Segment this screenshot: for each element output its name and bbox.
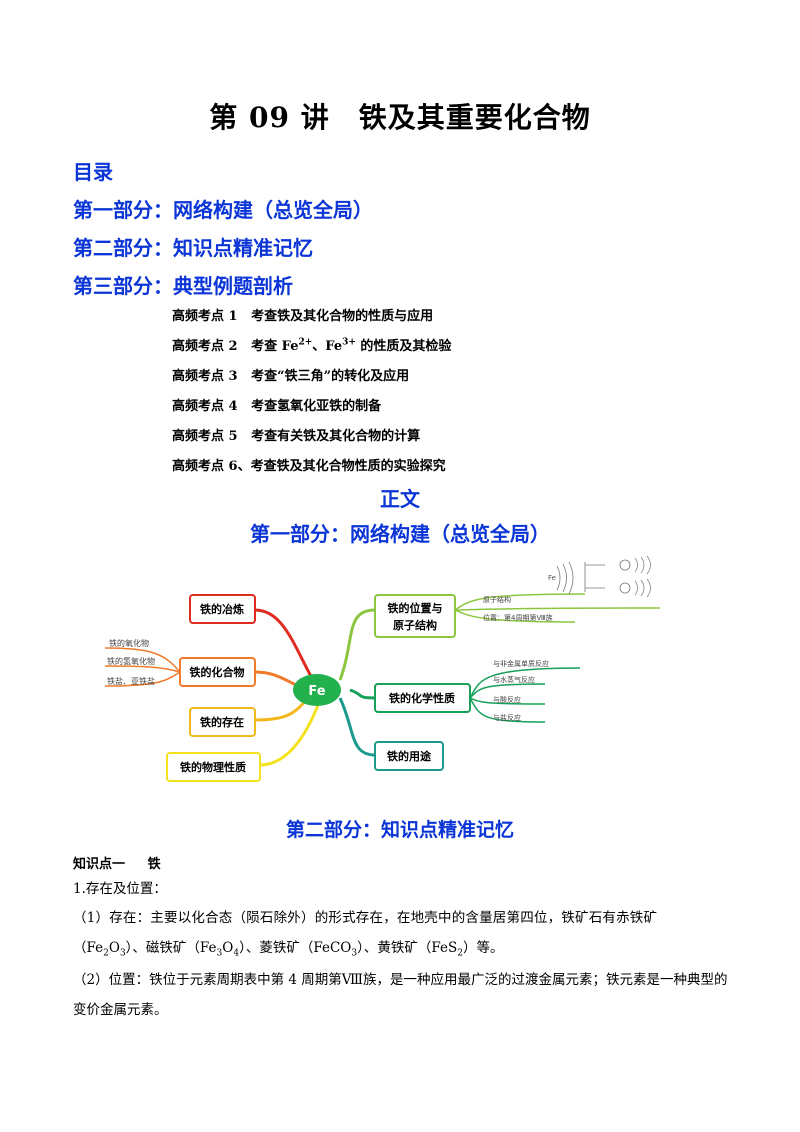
sub-steam: 与水蒸气反应	[493, 675, 535, 684]
node-physical: 铁的物理性质	[180, 760, 246, 774]
svg-text:Fe: Fe	[548, 574, 556, 582]
mind-map: Fe 铁的冶炼 铁的化合物 铁的存在 铁的物理性质 铁的氧化物 铁的氢氧化物 铁…	[104, 555, 661, 782]
node-position-2: 原子结构	[393, 618, 437, 632]
sub-period: 位置：第4周期第Ⅷ族	[483, 613, 553, 622]
section-zhengwen: 正文	[380, 487, 420, 511]
node-position: 铁的位置与	[388, 601, 443, 615]
para-1-line-2: （Fe2O3）、磁铁矿（Fe3O4）、菱铁矿（FeCO3）、黄铁矿（FeS2）等…	[73, 940, 504, 959]
sub-salt: 与盐反应	[493, 713, 521, 722]
toc-point-2[interactable]: 高频考点 2 考查 Fe2+、Fe3+ 的性质及其检验	[172, 337, 452, 354]
node-chemical: 铁的化学性质	[389, 691, 455, 705]
sub-acid: 与酸反应	[493, 695, 521, 704]
node-existence: 铁的存在	[200, 715, 244, 729]
knowledge-point-1: 知识点一 铁	[73, 857, 161, 872]
node-uses: 铁的用途	[387, 749, 432, 763]
sub-nonmetal: 与非金属单质反应	[493, 659, 549, 668]
para-1-line-1: （1）存在：主要以化合态（陨石除外）的形式存在，在地壳中的含量居第四位，铁矿石有…	[73, 910, 658, 926]
toc-part-1[interactable]: 第一部分：网络构建（总览全局）	[73, 198, 373, 222]
part2-heading: 第二部分：知识点精准记忆	[285, 819, 514, 841]
toc-part-2[interactable]: 第二部分：知识点精准记忆	[73, 236, 313, 260]
toc-point-3[interactable]: 高频考点 3 考查“铁三角”的转化及应用	[172, 369, 410, 384]
toc-part-3[interactable]: 第三部分：典型例题剖析	[73, 274, 293, 298]
node-center-fe: Fe	[308, 684, 325, 699]
toc-point-1[interactable]: 高频考点 1 考查铁及其化合物的性质与应用	[172, 309, 434, 324]
toc-point-5[interactable]: 高频考点 5 考查有关铁及其化合物的计算	[172, 429, 421, 444]
para-2-line-2: 变价金属元素。	[73, 1002, 168, 1018]
toc-point-4[interactable]: 高频考点 4 考查氢氧化亚铁的制备	[172, 399, 382, 414]
part1-heading: 第一部分：网络构建（总览全局）	[250, 522, 550, 546]
toc-point-6[interactable]: 高频考点 6、考查铁及其化合物性质的实验探究	[172, 459, 446, 474]
sub-hydroxides: 铁的氢氧化物	[107, 656, 155, 666]
sub-oxides: 铁的氧化物	[109, 638, 149, 648]
node-compounds: 铁的化合物	[190, 665, 245, 679]
sub-salts: 铁盐、亚铁盐	[107, 676, 155, 686]
atom-structure-diagram: Fe	[548, 555, 651, 598]
page-title: 第 09 讲 铁及其重要化合物	[209, 101, 591, 134]
para-2-line-1: （2）位置：铁位于元素周期表中第 4 周期第Ⅷ族，是一种应用最广泛的过渡金属元素…	[73, 972, 728, 988]
sub-atomic: 原子结构	[483, 595, 511, 604]
section-1-title: 1.存在及位置：	[73, 881, 167, 897]
node-smelting: 铁的冶炼	[200, 602, 244, 616]
toc-heading: 目录	[73, 160, 113, 184]
